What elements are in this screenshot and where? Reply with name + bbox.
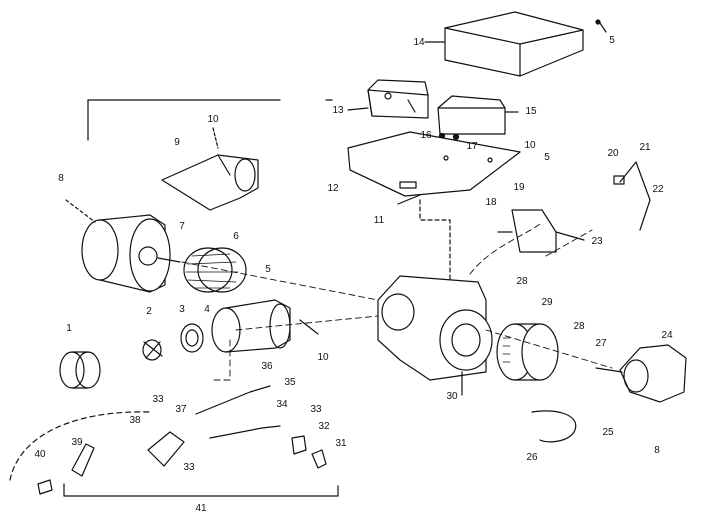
callout-label: 2 — [146, 306, 152, 317]
callout-label: 28 — [516, 276, 528, 287]
air-tube-part — [87, 99, 281, 211]
callout-label: 5 — [609, 35, 615, 46]
callout-label: 6 — [233, 231, 239, 242]
callout-label: 25 — [602, 427, 614, 438]
callout-label: 23 — [591, 236, 603, 247]
capacitor-part — [211, 299, 319, 353]
callout-label: 10 — [207, 114, 219, 125]
callout-label: 24 — [661, 330, 673, 341]
callout-label: 18 — [485, 197, 497, 208]
callout-label: 27 — [595, 338, 607, 349]
callout-label: 34 — [276, 399, 288, 410]
callout-label: 17 — [466, 141, 478, 152]
callout-label: 1 — [66, 323, 72, 334]
base-plate-part — [347, 131, 521, 281]
callout-label: 12 — [327, 183, 339, 194]
callout-label: 37 — [175, 404, 187, 415]
callout-label: 35 — [284, 377, 296, 388]
callout-label: 8 — [654, 445, 660, 456]
callout-label: 40 — [34, 449, 46, 460]
assembly-guide-lines — [181, 223, 613, 381]
callout-label: 5 — [265, 264, 271, 275]
callout-label: 20 — [607, 148, 619, 159]
callout-label: 19 — [513, 182, 525, 193]
motor-part — [65, 199, 181, 293]
bushing-part — [59, 351, 101, 389]
collar-part — [496, 323, 559, 381]
callout-label: 32 — [318, 421, 330, 432]
callout-label: 39 — [71, 437, 83, 448]
callout-label: 7 — [179, 221, 185, 232]
callout-label: 8 — [58, 173, 64, 184]
callout-label: 29 — [541, 297, 553, 308]
callout-label: 11 — [373, 215, 385, 226]
oil-line-part — [531, 410, 577, 443]
callout-label: 5 — [544, 152, 550, 163]
callout-label: 10 — [524, 140, 536, 151]
transformer-part — [325, 79, 429, 119]
callout-label: 3 — [179, 304, 185, 315]
coupling-part — [142, 339, 163, 361]
blower-housing-part — [377, 275, 493, 396]
callout-label: 36 — [261, 361, 273, 372]
relay-part — [437, 95, 519, 141]
bracket-part — [497, 209, 585, 253]
callout-label: 14 — [413, 37, 425, 48]
callout-label: 4 — [204, 304, 210, 315]
callout-label: 33 — [152, 394, 164, 405]
callout-label: 26 — [526, 452, 538, 463]
blower-wheel-part — [183, 247, 247, 293]
electrode-wire-part — [619, 161, 651, 231]
callout-label: 10 — [317, 352, 329, 363]
callout-label: 41 — [195, 503, 207, 514]
screw-part — [595, 19, 601, 25]
callout-label: 16 — [420, 130, 432, 141]
linkage-parts — [9, 385, 339, 497]
gasket-part — [180, 323, 204, 353]
callout-label: 33 — [183, 462, 195, 473]
callout-label: 31 — [335, 438, 347, 449]
callout-label: 21 — [639, 142, 651, 153]
callout-label: 13 — [332, 105, 344, 116]
callout-label: 22 — [652, 184, 664, 195]
callout-label: 28 — [573, 321, 585, 332]
fuel-pump-part — [595, 344, 687, 403]
callout-label: 38 — [129, 415, 141, 426]
callout-label: 9 — [174, 137, 180, 148]
callout-label: 33 — [310, 404, 322, 415]
cover-part — [424, 11, 584, 77]
callout-label: 30 — [446, 391, 458, 402]
callout-label: 15 — [525, 106, 537, 117]
